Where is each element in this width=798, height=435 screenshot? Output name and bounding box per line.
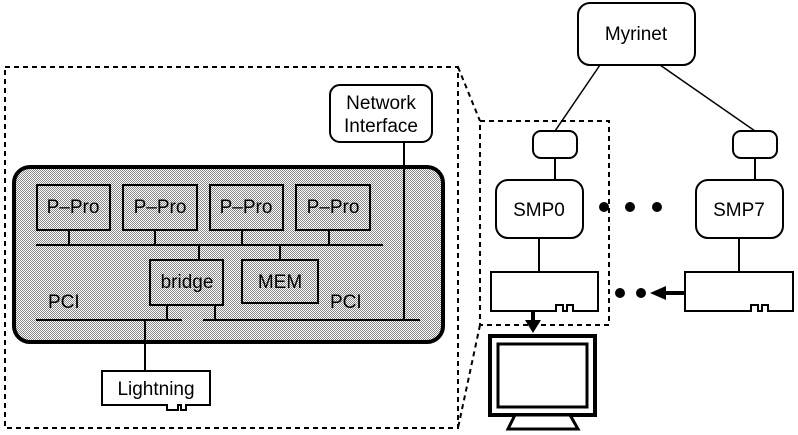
pci-label-right: PCI bbox=[330, 292, 362, 313]
processor-label: P–Pro bbox=[47, 197, 100, 218]
processor-label: P–Pro bbox=[134, 197, 187, 218]
network-interface: Network Interface bbox=[329, 84, 433, 143]
memory-box bbox=[241, 259, 319, 304]
zoom-connector-bottom bbox=[457, 324, 481, 429]
pci-bus bbox=[36, 305, 420, 371]
processor-label: P–Pro bbox=[307, 197, 360, 218]
smp0-highlight-frame bbox=[479, 120, 610, 326]
processor-box bbox=[295, 184, 371, 231]
network-interface-label: Network bbox=[346, 93, 416, 114]
zoom-connector-top bbox=[457, 66, 481, 122]
arrow-left-icon bbox=[650, 286, 666, 300]
processor-box bbox=[122, 184, 198, 231]
bridge-box bbox=[149, 259, 224, 306]
processors: P–Pro P–Pro P–Pro P–Pro bbox=[36, 184, 371, 231]
arrow-down-icon bbox=[525, 320, 541, 333]
lightning-card: Lightning bbox=[101, 370, 211, 411]
network-interface-label: Interface bbox=[344, 116, 418, 137]
processor-label: P–Pro bbox=[220, 197, 273, 218]
smp0-network-adapter bbox=[532, 130, 578, 159]
ellipsis-icon bbox=[599, 202, 662, 298]
link-myrinet-smp7 bbox=[659, 64, 756, 132]
myrinet-switch: Myrinet bbox=[577, 2, 696, 66]
memory-label: MEM bbox=[258, 272, 302, 293]
smp0-label: SMP0 bbox=[513, 200, 565, 221]
processor-box bbox=[209, 184, 284, 231]
myrinet-label: Myrinet bbox=[605, 24, 668, 45]
processor-box bbox=[36, 184, 111, 231]
zoom-detail-frame bbox=[4, 66, 459, 429]
bridge-label: bridge bbox=[161, 272, 214, 293]
smp0-graphics-card bbox=[490, 271, 599, 312]
lightning-label: Lightning bbox=[117, 379, 194, 400]
smp-node-detail bbox=[12, 165, 445, 344]
smp7-label: SMP7 bbox=[713, 200, 765, 221]
monitor-icon bbox=[488, 334, 597, 431]
pci-label-left: PCI bbox=[48, 292, 80, 313]
smp7-network-adapter bbox=[732, 130, 778, 159]
system-bus bbox=[36, 230, 383, 260]
smp7-graphics-card bbox=[684, 271, 794, 312]
